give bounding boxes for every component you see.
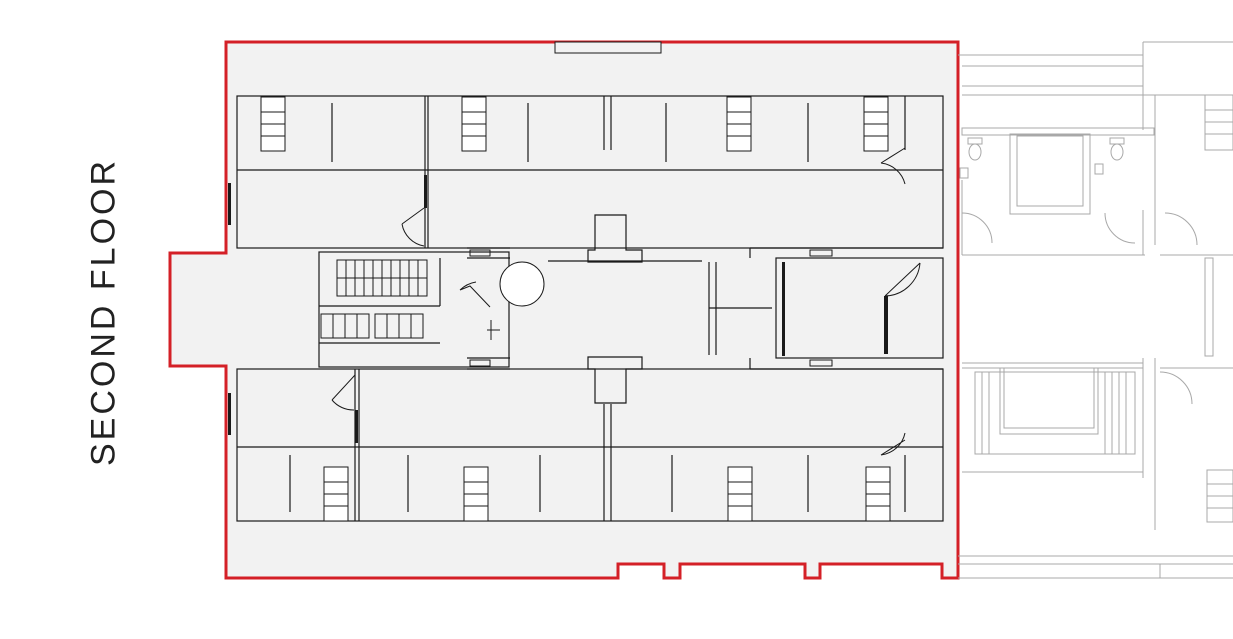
thick-walls	[228, 175, 888, 443]
floor-outline[interactable]	[168, 40, 960, 580]
interior-walls	[236, 95, 944, 522]
sill-marks	[469, 249, 833, 367]
adjacent-building	[958, 41, 1233, 579]
door-swing-icon	[331, 147, 921, 456]
sink-icon	[959, 163, 1104, 179]
roof-hatch	[554, 41, 662, 54]
staircase-icon	[320, 259, 428, 339]
column-icon	[499, 261, 545, 307]
window-icon	[260, 96, 891, 522]
toilet-icon	[967, 137, 1125, 161]
